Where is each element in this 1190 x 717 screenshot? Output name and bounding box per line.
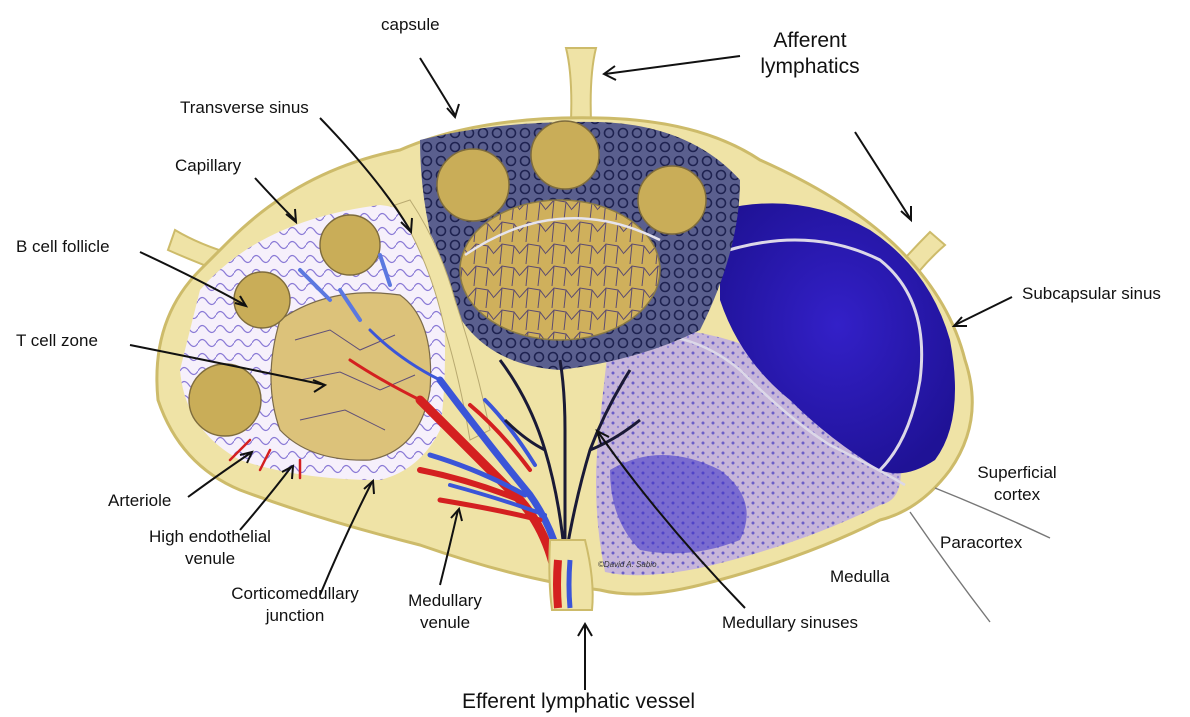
label-afferent-lymphatics: Afferent lymphatics xyxy=(745,28,875,80)
capsule-arrow xyxy=(420,58,455,115)
label-transverse-sinus: Transverse sinus xyxy=(180,97,309,119)
label-arteriole: Arteriole xyxy=(108,490,171,512)
label-superficial-cortex-text: Superficial cortex xyxy=(977,463,1056,504)
label-efferent-lymphatic-vessel: Efferent lymphatic vessel xyxy=(462,689,695,715)
label-b-cell-follicle: B cell follicle xyxy=(16,236,110,258)
afferent-arrow xyxy=(605,56,740,74)
label-capillary: Capillary xyxy=(175,155,241,177)
paracortex-line xyxy=(910,512,990,622)
label-capsule: capsule xyxy=(381,14,440,36)
b-cell-follicle-left-top xyxy=(320,215,380,275)
follicle-top-left xyxy=(437,149,509,221)
label-t-cell-zone: T cell zone xyxy=(16,330,98,352)
label-superficial-cortex: Superficial cortex xyxy=(962,462,1072,506)
label-high-endothelial-venule: High endothelial venule xyxy=(130,526,290,570)
label-corticomedullary-junction: Corticomedullary junction xyxy=(210,583,380,627)
label-subcapsular-sinus: Subcapsular sinus xyxy=(1022,283,1161,305)
label-medulla: Medulla xyxy=(830,566,890,588)
label-corticomedullary-junction-text: Corticomedullary junction xyxy=(231,584,359,625)
label-high-endothelial-venule-text: High endothelial venule xyxy=(149,527,271,568)
label-afferent-lymphatics-text: Afferent lymphatics xyxy=(760,29,859,78)
b-cell-follicle-left-lower xyxy=(189,364,261,436)
label-medullary-venule-text: Medullary venule xyxy=(408,591,482,632)
subcapsular-sinus-line-ptr xyxy=(955,297,1012,325)
label-medullary-sinuses: Medullary sinuses xyxy=(722,612,858,634)
afferent-right-arrow xyxy=(855,132,910,218)
label-medullary-venule: Medullary venule xyxy=(395,590,495,634)
follicle-top-right xyxy=(638,166,706,234)
follicle-top-middle xyxy=(531,121,599,189)
artist-credit: ©David A. Sabio xyxy=(598,560,657,569)
label-paracortex: Paracortex xyxy=(940,532,1022,554)
central-follicle xyxy=(460,200,660,340)
